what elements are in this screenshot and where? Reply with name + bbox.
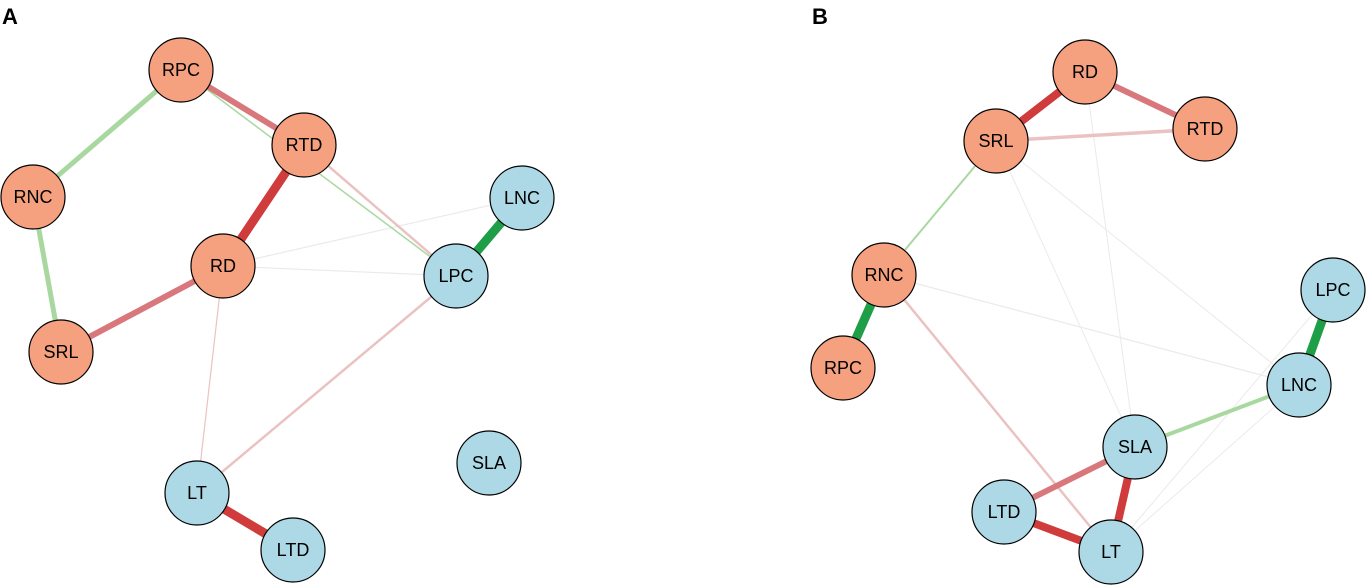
panel-b-node-label: LT	[1101, 542, 1121, 562]
panel-b-node-rd: RD	[1052, 39, 1118, 105]
panel-b-node-label: LNC	[1281, 375, 1317, 395]
panel-a-node-circle	[28, 319, 94, 385]
panel-b-node-rtd: RTD	[1172, 96, 1238, 162]
panel-a-node-circle	[164, 460, 230, 526]
panel-a-node-circle	[489, 165, 555, 231]
panel-a-node-circle	[423, 243, 489, 309]
panel-b-node-circle	[810, 335, 876, 401]
panel-b-node-label: LPC	[1315, 280, 1350, 300]
panel-b-node-rpc: RPC	[810, 335, 876, 401]
panel-a-node-label: SLA	[472, 453, 506, 473]
panel-b-nodes: RD RTD SRL RNC RPC LPC LNC SLA LTD LT	[810, 39, 1366, 585]
panel-a-node-rd: RD	[190, 233, 256, 299]
panel-a-node-label: RNC	[14, 187, 53, 207]
panel-b-edge-srl-lnc	[995, 140, 1300, 386]
panel-a-node-rnc: RNC	[0, 164, 66, 230]
panel-b-node-circle	[1102, 414, 1168, 480]
panel-b-label: B	[812, 4, 828, 29]
panel-a-node-circle	[456, 430, 522, 496]
panel-a-nodes: RPC RTD RNC RD SRL LNC LPC SLA LT LTD	[0, 37, 555, 583]
panel-a-node-sla: SLA	[456, 430, 522, 496]
panel-a-node-label: LTD	[277, 540, 310, 560]
panel-a-edge-rd-lt	[196, 265, 224, 494]
panel-b-node-circle	[1300, 257, 1366, 323]
panel-b-edge-srl-rtd	[995, 127, 1206, 143]
panel-a-edge-lpc-lt	[196, 275, 457, 494]
panel-a-node-label: SRL	[43, 342, 78, 362]
panel-b-node-lpc: LPC	[1300, 257, 1366, 323]
panel-a-node-circle	[148, 37, 214, 103]
panel-a-node-rtd: RTD	[271, 112, 337, 178]
panel-b-network: RD RTD SRL RNC RPC LPC LNC SLA LTD LT	[810, 39, 1366, 585]
panel-b-edge-lnc-lt	[1110, 384, 1300, 553]
panel-b-node-circle	[1266, 352, 1332, 418]
panel-a-node-label: LT	[187, 483, 207, 503]
panel-a-network: RPC RTD RNC RD SRL LNC LPC SLA LT LTD	[0, 37, 555, 583]
panel-b-node-ltd: LTD	[971, 479, 1037, 545]
panel-a-node-lnc: LNC	[489, 165, 555, 231]
panel-b-node-circle	[1052, 39, 1118, 105]
panel-b-node-label: SRL	[978, 131, 1013, 151]
panel-b-edge-rnc-lt	[883, 274, 1112, 553]
panel-b-node-circle	[1172, 96, 1238, 162]
panel-a-node-circle	[260, 517, 326, 583]
panel-b-edge-rd-sla	[1084, 71, 1136, 448]
panel-a-node-label: LNC	[504, 188, 540, 208]
panel-b-edge-lpc-lt	[1110, 289, 1334, 553]
panel-b-node-label: RTD	[1187, 119, 1224, 139]
panel-b-node-circle	[963, 108, 1029, 174]
panel-b-node-label: RD	[1072, 62, 1098, 82]
panel-a-edge-rtd-lpc	[303, 144, 457, 277]
panel-a-node-label: RD	[210, 256, 236, 276]
panel-b-node-circle	[1078, 519, 1144, 585]
panel-b-node-circle	[851, 242, 917, 308]
panel-b-edges	[838, 68, 1338, 556]
panel-b-node-lnc: LNC	[1266, 352, 1332, 418]
panel-a-label: A	[2, 4, 18, 29]
panel-b-node-label: RNC	[865, 265, 904, 285]
panel-b-node-label: LTD	[988, 502, 1021, 522]
panel-a-node-label: RPC	[162, 60, 200, 80]
panel-a-node-label: RTD	[286, 135, 323, 155]
panel-b-node-label: SLA	[1118, 437, 1152, 457]
panel-b-edge-rnc-lnc	[883, 274, 1300, 386]
panel-b-node-rnc: RNC	[851, 242, 917, 308]
panel-b-edge-srl-sla	[995, 140, 1136, 448]
panel-b-node-lt: LT	[1078, 519, 1144, 585]
panel-b-node-label: RPC	[824, 358, 862, 378]
panel-b-node-srl: SRL	[963, 108, 1029, 174]
panel-a-node-lt: LT	[164, 460, 230, 526]
panel-a-node-lpc: LPC	[423, 243, 489, 309]
panel-a-node-label: LPC	[438, 266, 473, 286]
panel-a-node-ltd: LTD	[260, 517, 326, 583]
panel-a-edge-rd-lnc	[222, 197, 523, 267]
panel-b-node-circle	[971, 479, 1037, 545]
panel-a-node-circle	[0, 164, 66, 230]
panel-a-node-rpc: RPC	[148, 37, 214, 103]
panel-b-node-sla: SLA	[1102, 414, 1168, 480]
panel-a-node-circle	[190, 233, 256, 299]
panel-a-node-srl: SRL	[28, 319, 94, 385]
panel-a-node-circle	[271, 112, 337, 178]
panel-a-edge-rd-lpc	[222, 265, 457, 277]
